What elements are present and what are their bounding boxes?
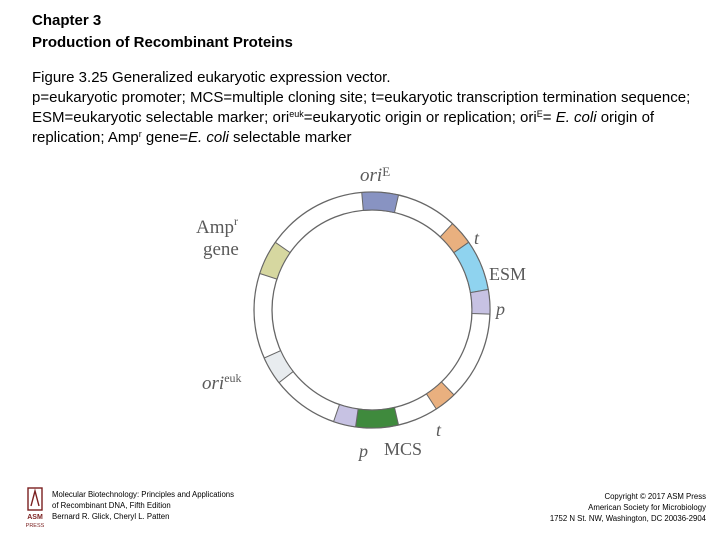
label-p-bottom: p <box>357 441 368 461</box>
segment-p-right <box>469 288 491 315</box>
segment-orieuk <box>263 350 294 384</box>
label-p-right: p <box>494 299 505 319</box>
label-amp: Ampr <box>196 214 238 238</box>
segment-mcs <box>355 406 400 429</box>
segment-oriE <box>361 191 400 214</box>
citation-line: Molecular Biotechnology: Principles and … <box>52 490 235 499</box>
svg-text:PRESS: PRESS <box>26 523 45 529</box>
legend-text: selectable marker <box>228 129 352 146</box>
label-t-top: t <box>474 228 480 248</box>
legend-sup: euk <box>289 109 304 119</box>
label-t-bottom: t <box>436 420 442 440</box>
label-gene: gene <box>203 239 239 260</box>
label-orieuk: orieuk <box>202 371 242 394</box>
figure-caption: Figure 3.25 Generalized eukaryotic expre… <box>32 68 702 148</box>
segment-esm <box>453 241 489 294</box>
svg-text:ASM: ASM <box>27 514 43 521</box>
legend-sup: E <box>536 109 543 119</box>
legend-italic: E. coli <box>555 109 597 126</box>
figure-title: Figure 3.25 Generalized eukaryotic expre… <box>32 69 391 86</box>
book-citation: Molecular Biotechnology: Principles and … <box>52 489 234 522</box>
copyright-line: American Society for Microbiology <box>588 503 706 512</box>
chapter-title: Production of Recombinant Proteins <box>32 34 293 51</box>
chapter-number: Chapter 3 <box>32 12 102 29</box>
plasmid-diagram: oriE t ESM p Ampr gene orieuk t MCS p <box>196 164 526 461</box>
segment-p-bottom <box>332 403 359 428</box>
label-mcs: MCS <box>384 439 422 459</box>
legend-text: = <box>542 109 556 126</box>
label-oriE: oriE <box>360 164 390 186</box>
asm-press-logo: ASM PRESS <box>26 487 45 529</box>
plasmid-inner-ring <box>271 209 473 411</box>
segment-amp <box>259 241 291 280</box>
citation-line: of Recombinant DNA, Fifth Edition <box>52 501 171 510</box>
copyright-notice: Copyright © 2017 ASM Press American Soci… <box>550 491 706 524</box>
label-esm: ESM <box>489 264 526 284</box>
legend-text: gene= <box>141 129 189 146</box>
legend-text: origin of replication; Amp <box>32 109 655 146</box>
copyright-line: 1752 N St. NW, Washington, DC 20036-2904 <box>549 514 706 523</box>
segment-t-bottom <box>425 381 455 410</box>
figure-legend: p=eukaryotic promoter; MCS=multiple clon… <box>32 88 702 148</box>
citation-line: Bernard R. Glick, Cheryl L. Patten <box>52 512 170 521</box>
legend-italic: E. coli <box>188 129 229 146</box>
legend-text: p=eukaryotic promoter; MCS=multiple clon… <box>32 89 691 126</box>
chapter-header: Chapter 3 Production of Recombinant Prot… <box>32 10 293 54</box>
legend-sup: r <box>138 129 142 139</box>
copyright-line: Copyright © 2017 ASM Press <box>604 492 706 501</box>
legend-text: =eukaryotic origin or replication; ori <box>303 109 537 126</box>
